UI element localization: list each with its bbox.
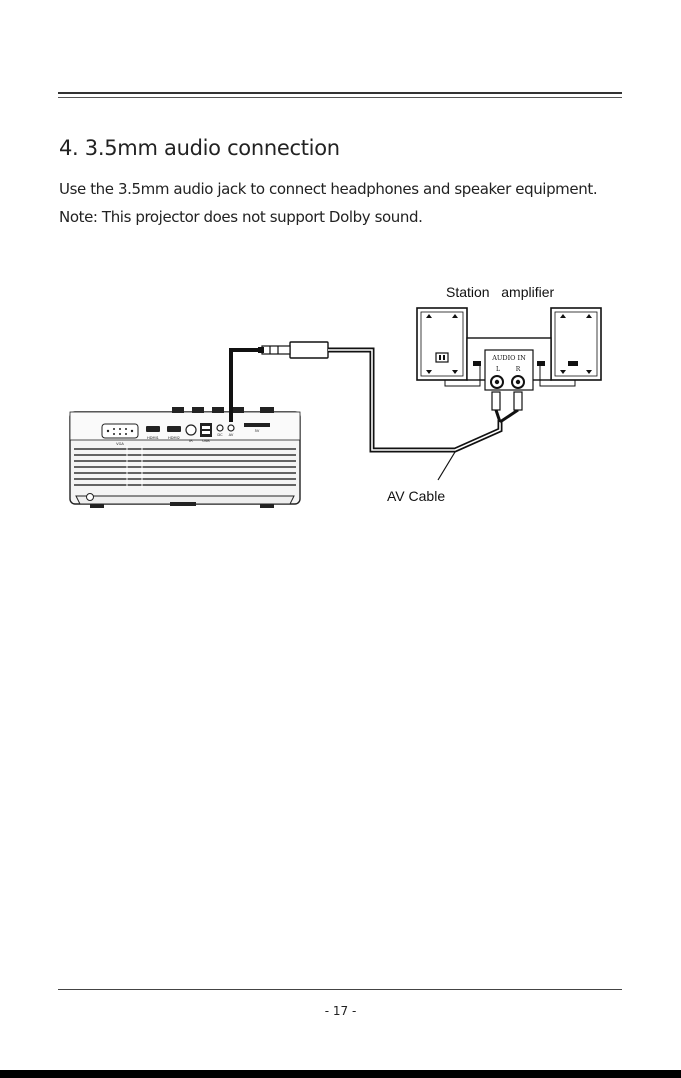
cable-label-leader xyxy=(438,452,455,480)
section-title: 4. 3.5mm audio connection xyxy=(59,136,340,160)
speaker-label: Station amplifier xyxy=(446,284,554,300)
page-number: - 17 - xyxy=(0,1004,681,1018)
instruction-text: Use the 3.5mm audio jack to connect head… xyxy=(59,180,597,198)
audio-jack-plug xyxy=(258,342,328,358)
port-label: DC xyxy=(217,433,223,437)
footer-rule xyxy=(58,989,622,990)
right-channel-label: R xyxy=(516,366,521,373)
port-label: IR xyxy=(189,439,193,443)
page-edge xyxy=(0,1070,681,1078)
note-text: Note: This projector does not support Do… xyxy=(59,208,422,226)
port-label: USB xyxy=(202,439,210,443)
port-label: VGA xyxy=(116,442,124,446)
audio-in-label: AUDIO IN xyxy=(491,354,526,362)
left-channel-label: L xyxy=(496,366,500,373)
port-label: AV xyxy=(229,433,234,437)
speaker-system-illustration: AUDIO IN L R xyxy=(417,308,601,390)
header-rule xyxy=(58,92,622,98)
cable-label: AV Cable xyxy=(387,488,445,504)
port-label: HDMI1 xyxy=(147,436,159,440)
port-label: HDMI2 xyxy=(168,436,180,440)
connection-diagram: VGA HDMI1 HDMI2 IR USB DC AV 5V xyxy=(60,270,620,520)
projector-illustration: VGA HDMI1 HDMI2 IR USB DC AV 5V xyxy=(70,407,300,508)
port-label: 5V xyxy=(255,429,260,433)
